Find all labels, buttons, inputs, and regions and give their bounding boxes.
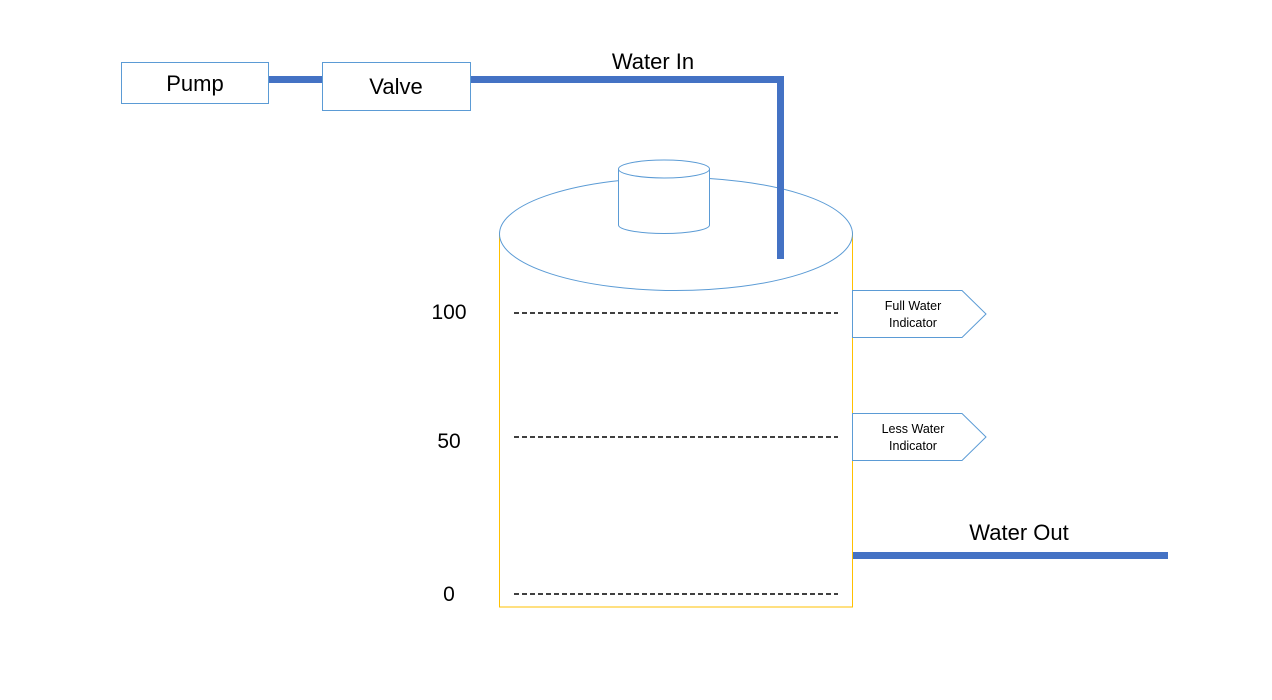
less-water-indicator: Less Water Indicator: [852, 413, 987, 461]
valve-label: Valve: [369, 74, 422, 99]
level-label-100: 100: [431, 301, 466, 324]
tank-body: [499, 232, 853, 608]
less-indicator-line2: Indicator: [889, 439, 937, 453]
full-indicator-line2: Indicator: [889, 316, 937, 330]
pump-box: Pump: [121, 62, 269, 104]
level-label-0: 0: [443, 583, 455, 606]
water-in-label: Water In: [612, 49, 694, 74]
valve-box: Valve: [322, 62, 471, 111]
water-in-pipe-drop: [777, 176, 784, 259]
pump-valve-pipe: [268, 76, 323, 83]
water-out-pipe: [852, 552, 1168, 559]
water-out-label: Water Out: [969, 520, 1068, 545]
tank-cap: [618, 159, 710, 234]
full-water-indicator: Full Water Indicator: [852, 290, 987, 338]
level-label-50: 50: [437, 430, 460, 453]
less-indicator-line1: Less Water: [882, 422, 945, 436]
full-indicator-line1: Full Water: [885, 299, 942, 313]
pump-label: Pump: [166, 71, 223, 96]
